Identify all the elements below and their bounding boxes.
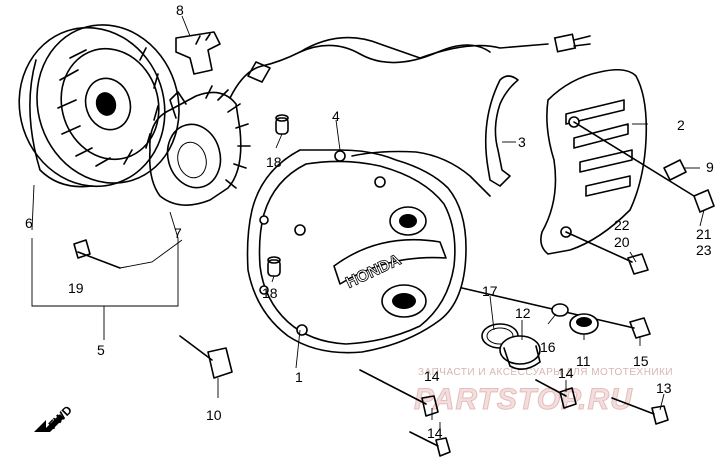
part-label-22: 22 (614, 217, 630, 233)
part-label-12: 12 (515, 305, 531, 321)
part-label-6: 6 (25, 215, 33, 231)
watermark-site: PARTSTOP.RU (414, 383, 633, 416)
fasteners (73, 121, 715, 457)
part-label-14c: 14 (558, 365, 574, 381)
part-label-7: 7 (174, 225, 182, 241)
part-label-13: 13 (656, 380, 672, 396)
part-label-10: 10 (206, 407, 222, 423)
crankcase-cover: HONDA (246, 149, 491, 354)
forward-direction-indicator: FWD (34, 403, 75, 432)
leader-lines (31, 15, 705, 438)
part-label-19: 19 (68, 280, 84, 296)
outer-cover (540, 68, 648, 255)
part-label-3: 3 (518, 134, 526, 150)
part-label-23: 23 (696, 242, 712, 258)
part-label-16: 16 (540, 339, 556, 355)
part-label-20: 20 (614, 234, 630, 250)
part-label-15: 15 (633, 353, 649, 369)
part-label-18b: 18 (262, 285, 278, 301)
part-label-8: 8 (176, 2, 184, 18)
part-label-1: 1 (295, 369, 303, 385)
clip (484, 75, 519, 187)
fwd-label: FWD (46, 403, 75, 432)
flywheel (18, 24, 180, 188)
watermark: ЗАПЧАСТИ И АКСЕССУАРЫ ДЛЯ МОТОТЕХНИКИ PA… (414, 367, 673, 417)
part-label-9: 9 (706, 159, 714, 175)
part-label-5: 5 (97, 342, 105, 358)
part-label-14b: 14 (427, 425, 443, 441)
part-label-21: 21 (696, 226, 712, 242)
part-label-18a: 18 (266, 154, 282, 170)
stator (148, 31, 591, 206)
part-label-11: 11 (576, 353, 591, 369)
part-label-4: 4 (332, 108, 340, 124)
part-label-14a: 14 (424, 368, 440, 384)
watermark-tagline: ЗАПЧАСТИ И АКСЕССУАРЫ ДЛЯ МОТОТЕХНИКИ (418, 367, 673, 378)
part-label-2: 2 (677, 117, 685, 133)
part-number-labels: 1 2 3 4 5 6 7 8 9 10 11 12 13 14 14 14 1… (25, 2, 714, 441)
part-label-17: 17 (482, 283, 498, 299)
